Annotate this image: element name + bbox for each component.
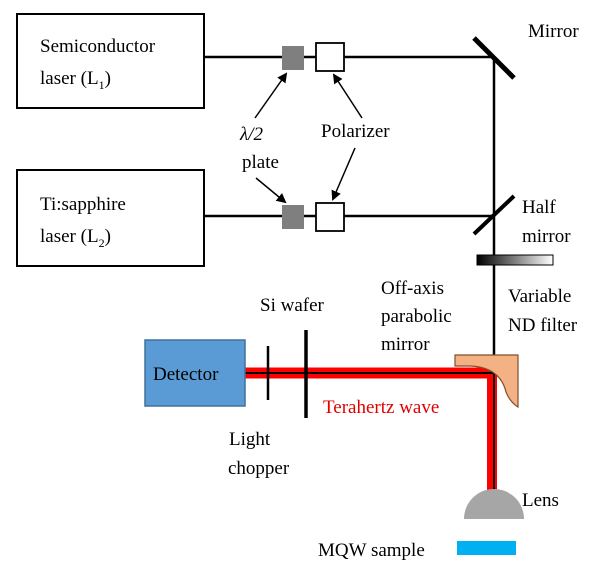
detector-label: Detector (153, 364, 219, 385)
waveplate-label-line1: λ/2 (239, 124, 264, 145)
waveplate-2 (282, 205, 304, 229)
nd-filter-label-line1: Variable (508, 286, 571, 307)
laser2-label-line1: Ti:sapphire (40, 194, 126, 215)
mirror-label: Mirror (528, 21, 579, 42)
si-wafer-label: Si wafer (260, 295, 325, 316)
half-mirror-label-line1: Half (522, 197, 556, 218)
sample-label: MQW sample (318, 540, 425, 561)
oap-label-line1: Off-axis (381, 278, 444, 299)
mirror (472, 36, 516, 80)
detector-box (144, 339, 246, 407)
laser2-label-line2: laser (L2) (40, 226, 111, 250)
half-mirror (472, 194, 516, 236)
nd-filter-label-line2: ND filter (508, 315, 578, 336)
chopper-label-line2: chopper (228, 458, 290, 479)
oap-label-line2: parabolic (381, 306, 452, 327)
lens-label: Lens (522, 490, 559, 511)
waveplate-label-line2: plate (242, 152, 279, 173)
variable-nd-filter (476, 254, 554, 266)
semiconductor-laser-box (16, 13, 205, 109)
half-mirror-label-line2: mirror (522, 226, 571, 247)
polarizer-1 (315, 42, 345, 72)
waveplate-1 (282, 46, 304, 70)
terahertz-label: Terahertz wave (323, 397, 439, 418)
mqw-sample (457, 541, 516, 555)
tisapphire-laser-box (16, 169, 205, 267)
laser1-label-line2: laser (L1) (40, 68, 111, 92)
lens (464, 489, 524, 519)
arrow-waveplate-2 (255, 177, 287, 204)
arrow-waveplate-1 (254, 72, 288, 119)
arrow-polarizer-1 (332, 73, 363, 119)
polarizer-2 (315, 202, 345, 232)
oap-label-line3: mirror (381, 334, 430, 355)
laser1-label-line1: Semiconductor (40, 36, 156, 57)
arrow-polarizer-2 (331, 147, 356, 201)
off-axis-parabolic-mirror (454, 354, 519, 409)
chopper-label-line1: Light (229, 429, 271, 450)
polarizer-label: Polarizer (321, 121, 390, 142)
